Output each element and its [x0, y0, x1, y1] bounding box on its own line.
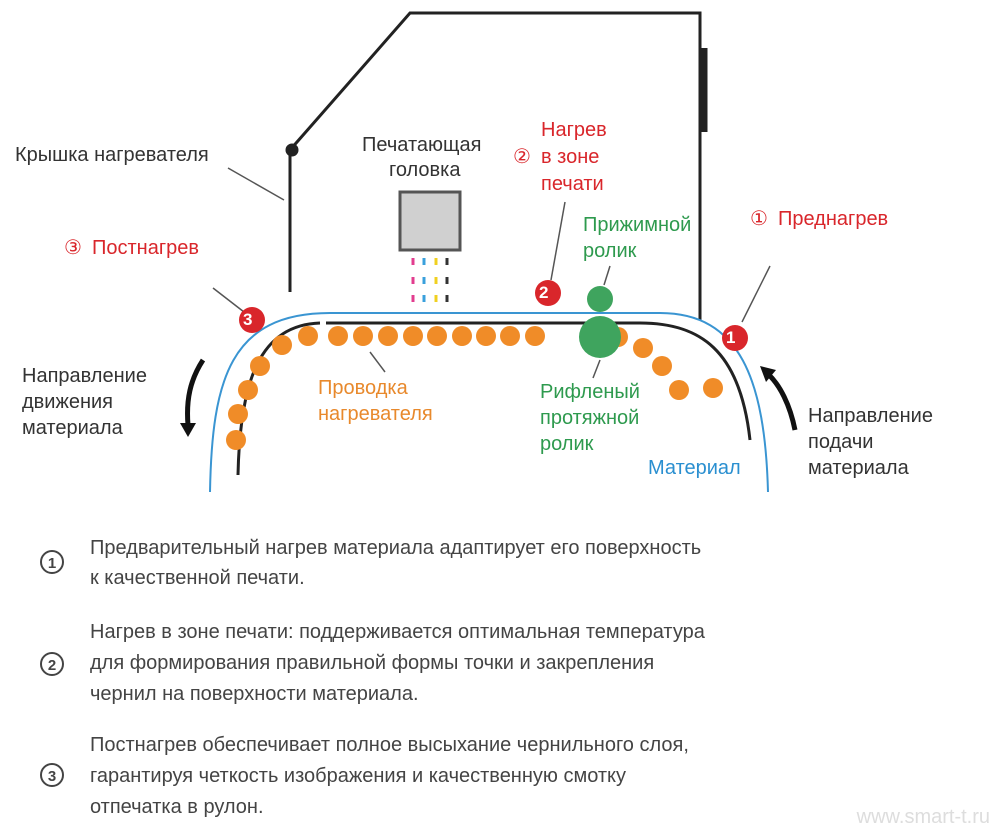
label-head-1: Печатающая	[362, 134, 482, 156]
cover-leader	[227, 167, 285, 201]
diagram-drawing	[180, 11, 798, 493]
badges	[239, 280, 748, 351]
platen	[236, 321, 752, 476]
heater-cover	[285, 11, 708, 320]
pinch-roller	[587, 286, 613, 312]
badge-1: 1	[726, 328, 736, 347]
legend-text: гарантируя четкость изображения и качест…	[90, 765, 627, 787]
label-wire-1: Проводка	[318, 377, 408, 399]
label-grit-3: ролик	[540, 433, 594, 455]
label-pinch-2: ролик	[583, 240, 637, 262]
material-media	[209, 312, 769, 493]
badge-2: 2	[539, 283, 549, 302]
circled-2: ②	[513, 146, 531, 168]
label-wire-2: нагревателя	[318, 403, 433, 425]
badge-3: 3	[243, 310, 253, 329]
legend-text: для формирования правильной формы точки …	[90, 652, 655, 674]
arrow-in	[766, 372, 798, 431]
legend-text: чернил на поверхности материала.	[90, 683, 419, 705]
label-postheat: Постнагрев	[92, 237, 199, 259]
legend-text: отпечатка в рулон.	[90, 796, 264, 818]
label-dir-out-1: Направление	[22, 365, 147, 387]
print-head	[398, 190, 462, 252]
label-cover: Крышка нагревателя	[15, 144, 209, 166]
legend-text: Предварительный нагрев материала адаптир…	[90, 537, 702, 559]
label-zone-2: в зоне	[541, 146, 600, 168]
circled-3: ③	[64, 237, 82, 259]
legend-text: Нагрев в зоне печати: поддерживается опт…	[90, 621, 705, 643]
heater-wire	[226, 326, 723, 450]
label-zone-3: печати	[541, 173, 604, 195]
legend-text: к качественной печати.	[90, 567, 305, 589]
label-dir-out-2: движения	[22, 391, 114, 413]
label-grit-1: Рифленый	[540, 381, 640, 403]
legend-number: 3	[40, 763, 64, 787]
label-preheat: Преднагрев	[778, 208, 889, 230]
label-dir-out-3: материала	[22, 417, 123, 439]
circled-1: ①	[750, 208, 768, 230]
grit-roller	[579, 316, 621, 358]
arrow-out	[185, 358, 206, 426]
legend-number: 2	[40, 652, 64, 676]
label-pinch-1: Прижимной	[583, 214, 692, 236]
watermark-site: www.smart-t.ru	[856, 806, 990, 828]
label-dir-in-3: материала	[808, 457, 909, 479]
label-dir-in-1: Направление	[808, 405, 933, 427]
ink-drops	[411, 258, 449, 302]
legend-text: Постнагрев обеспечивает полное высыхание…	[90, 734, 689, 756]
label-grit-2: протяжной	[540, 407, 640, 429]
label-zone-1: Нагрев	[541, 119, 607, 141]
label-material: Материал	[648, 457, 741, 479]
label-dir-in-2: подачи	[808, 431, 874, 453]
legend-number: 1	[40, 550, 64, 574]
label-head-2: головка	[389, 159, 461, 181]
